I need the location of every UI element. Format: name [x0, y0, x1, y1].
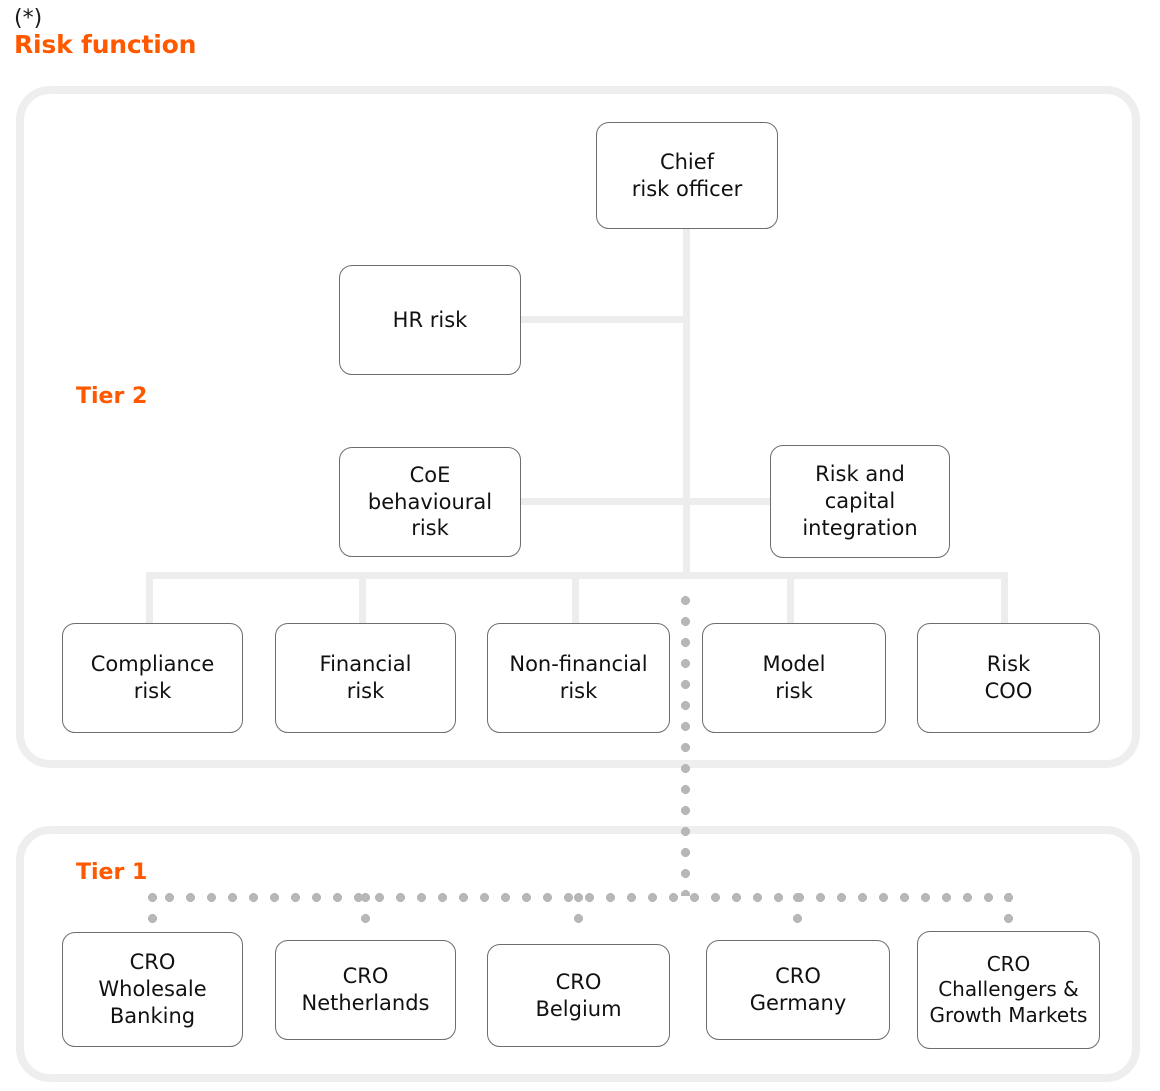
node-cro-challengers-growth-markets[interactable]: CRO Challengers & Growth Markets: [917, 931, 1100, 1049]
footnote-asterisk: (*): [14, 6, 43, 31]
node-cro-germany[interactable]: CRO Germany: [706, 940, 890, 1040]
node-cro-netherlands[interactable]: CRO Netherlands: [275, 940, 456, 1040]
node-risk-coo[interactable]: Risk COO: [917, 623, 1100, 733]
tier1-label: Tier 1: [76, 860, 148, 885]
node-compliance-risk[interactable]: Compliance risk: [62, 623, 243, 733]
chart-header: (*) Risk function: [14, 6, 614, 60]
node-coe-behavioural-risk[interactable]: CoE behavioural risk: [339, 447, 521, 557]
connector-drop-risk-coo: [1001, 572, 1008, 624]
connector-drop-nonfinancial: [572, 572, 579, 624]
dotted-drop-cro-belgium: [574, 893, 583, 925]
dotted-drop-cro-netherlands: [361, 893, 370, 925]
node-cro-wholesale-banking[interactable]: CRO Wholesale Banking: [62, 932, 243, 1047]
node-financial-risk[interactable]: Financial risk: [275, 623, 456, 733]
tier2-label: Tier 2: [76, 384, 148, 409]
dotted-drop-cro-wholesale-banking: [148, 893, 157, 925]
node-risk-and-capital-integration[interactable]: Risk and capital integration: [770, 445, 950, 558]
dotted-drop-cro-challengers: [1004, 893, 1013, 933]
node-chief-risk-officer[interactable]: Chief risk officer: [596, 122, 778, 229]
node-cro-belgium[interactable]: CRO Belgium: [487, 944, 670, 1047]
page-title: Risk function: [14, 30, 197, 60]
connector-hr-risk: [520, 316, 687, 323]
dotted-connector-tier1-bus: [165, 893, 1011, 902]
dotted-connector-vertical-spine: [681, 596, 690, 896]
node-model-risk[interactable]: Model risk: [702, 623, 886, 733]
connector-risk-capital-integration: [686, 498, 772, 505]
connector-coe-risk: [520, 498, 687, 505]
connector-drop-model: [787, 572, 794, 624]
node-hr-risk[interactable]: HR risk: [339, 265, 521, 375]
connector-cro-trunk: [683, 228, 690, 578]
connector-drop-financial: [359, 572, 366, 624]
dotted-drop-cro-germany: [793, 893, 802, 925]
connector-drop-compliance: [146, 572, 153, 624]
node-non-financial-risk[interactable]: Non-financial risk: [487, 623, 670, 733]
